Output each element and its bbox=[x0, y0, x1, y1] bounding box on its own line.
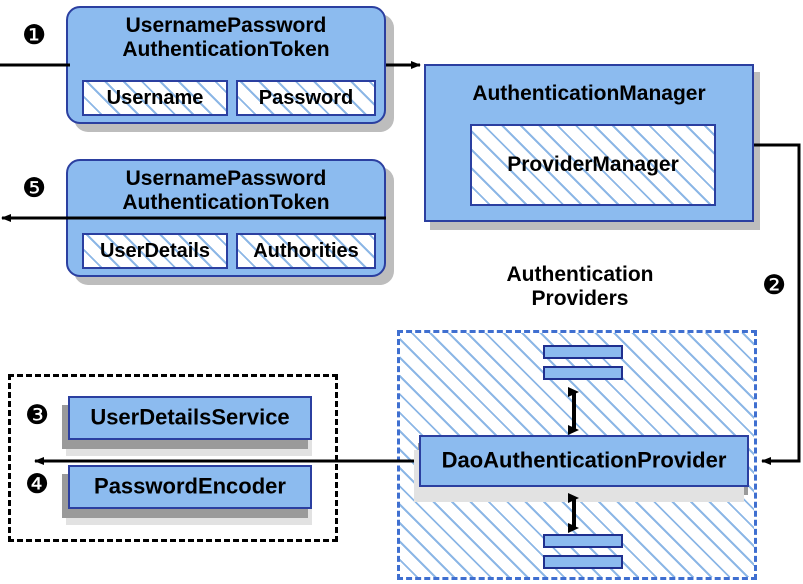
support-services-group bbox=[8, 374, 338, 542]
response-token-title: UsernamePassword AuthenticationToken bbox=[68, 167, 384, 214]
passwordencoder-box[interactable]: PasswordEncoder bbox=[68, 465, 312, 509]
provider-manager-label: ProviderManager bbox=[507, 153, 679, 177]
field-userdetails[interactable]: UserDetails bbox=[82, 233, 228, 269]
step-5-badge: ❺ bbox=[22, 173, 47, 204]
field-password-label: Password bbox=[258, 86, 354, 109]
hatch-pattern bbox=[84, 235, 226, 267]
field-authorities-label: Authorities bbox=[253, 239, 359, 262]
passwordencoder-label: PasswordEncoder bbox=[94, 473, 286, 499]
userdetailsservice-label: UserDetailsService bbox=[90, 404, 290, 430]
request-token-title: UsernamePassword AuthenticationToken bbox=[68, 14, 384, 61]
provider-placeholder-bar bbox=[543, 555, 623, 569]
hatch-pattern bbox=[238, 235, 374, 267]
response-token-card[interactable]: UsernamePassword AuthenticationToken Use… bbox=[66, 159, 386, 277]
arrow-manager-to-providers bbox=[754, 143, 801, 465]
field-username-label: Username bbox=[106, 86, 204, 109]
field-authorities[interactable]: Authorities bbox=[236, 233, 376, 269]
request-token-title-line2: AuthenticationToken bbox=[122, 37, 330, 61]
authentication-manager-title: AuthenticationManager bbox=[472, 82, 706, 105]
provider-placeholder-bar bbox=[543, 345, 623, 359]
step-2-badge: ❷ bbox=[762, 270, 787, 301]
response-token-title-line1: UsernamePassword bbox=[125, 167, 327, 190]
dao-authentication-provider-label: DaoAuthenticationProvider bbox=[441, 447, 727, 473]
request-token-card[interactable]: UsernamePassword AuthenticationToken Use… bbox=[66, 6, 386, 124]
dao-authentication-provider-box[interactable]: DaoAuthenticationProvider bbox=[419, 435, 749, 487]
hatch-pattern bbox=[238, 82, 374, 114]
field-username[interactable]: Username bbox=[82, 80, 228, 116]
field-userdetails-label: UserDetails bbox=[99, 239, 211, 262]
request-token-title-line1: UsernamePassword bbox=[125, 14, 327, 37]
step-3-badge: ❸ bbox=[25, 400, 50, 431]
hatch-pattern bbox=[472, 126, 714, 204]
field-password[interactable]: Password bbox=[236, 80, 376, 116]
providers-title-line1: Authentication bbox=[506, 263, 654, 286]
step-4-badge: ❹ bbox=[25, 469, 50, 500]
provider-placeholder-bar bbox=[543, 534, 623, 548]
step-1-badge: ❶ bbox=[22, 20, 47, 51]
providers-title-line2: Providers bbox=[531, 286, 629, 310]
response-token-title-line2: AuthenticationToken bbox=[122, 190, 330, 214]
provider-manager-box[interactable]: ProviderManager bbox=[470, 124, 716, 206]
authentication-manager-box[interactable]: AuthenticationManager ProviderManager bbox=[424, 64, 754, 222]
hatch-pattern bbox=[84, 82, 226, 114]
providers-group-title: Authentication Providers bbox=[455, 263, 705, 310]
userdetailsservice-box[interactable]: UserDetailsService bbox=[68, 396, 312, 440]
provider-placeholder-bar bbox=[543, 366, 623, 380]
